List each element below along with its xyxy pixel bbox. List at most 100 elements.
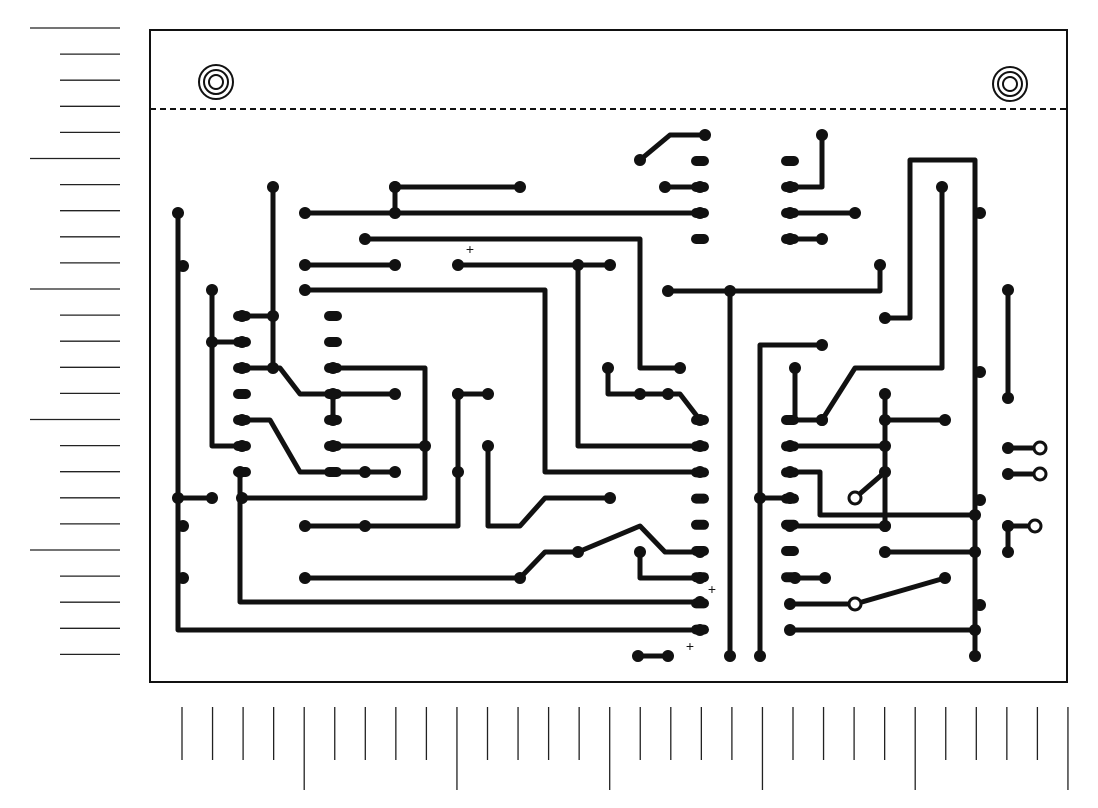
via-pad — [694, 440, 706, 452]
ic-pad — [233, 389, 251, 399]
via-pad — [724, 285, 736, 297]
via-pad — [694, 572, 706, 584]
via-pad — [327, 362, 339, 374]
via-pad — [969, 509, 981, 521]
trace — [882, 157, 978, 659]
via-pad — [389, 388, 401, 400]
via-pad — [659, 181, 671, 193]
via-pad — [604, 259, 616, 271]
via-pad — [1002, 392, 1014, 404]
via-pad — [482, 388, 494, 400]
trace — [757, 342, 825, 659]
via-pad — [754, 492, 766, 504]
via-pad — [452, 259, 464, 271]
ic-pad — [691, 234, 709, 244]
via-pad — [694, 546, 706, 558]
mounting-hole-right — [992, 66, 1028, 102]
via-pad — [939, 414, 951, 426]
trace — [239, 365, 428, 501]
via-pad — [662, 285, 674, 297]
trace — [239, 365, 398, 397]
via-pad — [267, 362, 279, 374]
via-pad — [699, 129, 711, 141]
ring-pad — [1027, 518, 1043, 534]
ic-pad — [324, 311, 342, 321]
via-pad — [267, 181, 279, 193]
trace — [575, 262, 703, 449]
via-pad — [359, 233, 371, 245]
via-pad — [974, 494, 986, 506]
via-pad — [172, 492, 184, 504]
via-pad — [236, 336, 248, 348]
via-pad — [849, 207, 861, 219]
via-pad — [452, 466, 464, 478]
via-pad — [816, 129, 828, 141]
via-pad — [789, 572, 801, 584]
via-pad — [1002, 442, 1014, 454]
via-pad — [634, 388, 646, 400]
trace — [787, 469, 978, 518]
trace — [175, 210, 703, 633]
via-pad — [327, 414, 339, 426]
via-pad — [1002, 546, 1014, 558]
via-pad — [879, 546, 891, 558]
trace — [237, 469, 703, 605]
via-pad — [874, 259, 886, 271]
via-pad — [389, 181, 401, 193]
via-pad — [694, 207, 706, 219]
ring-pad — [1032, 466, 1048, 482]
via-pad — [879, 388, 891, 400]
trace — [362, 236, 683, 371]
via-pad — [299, 520, 311, 532]
via-pad — [816, 414, 828, 426]
via-pad — [359, 520, 371, 532]
via-pad — [1002, 468, 1014, 480]
ic-pad — [324, 467, 342, 477]
via-pad — [604, 492, 616, 504]
via-pad — [789, 362, 801, 374]
via-pad — [969, 650, 981, 662]
via-pad — [452, 388, 464, 400]
via-pad — [974, 366, 986, 378]
via-pad — [974, 207, 986, 219]
via-pad — [572, 259, 584, 271]
ring-pad — [1032, 440, 1048, 456]
board-outline — [149, 29, 1068, 683]
via-pad — [236, 492, 248, 504]
trace — [637, 132, 708, 163]
via-pad — [236, 310, 248, 322]
rulers — [30, 27, 1069, 790]
via-pad — [879, 414, 891, 426]
via-pad — [236, 440, 248, 452]
via-pad — [724, 650, 736, 662]
via-pad — [359, 466, 371, 478]
via-pad — [177, 520, 189, 532]
ic-pad — [781, 156, 799, 166]
via-pad — [694, 596, 706, 608]
markers: +++ — [466, 241, 716, 654]
via-pad — [634, 546, 646, 558]
via-pad — [784, 181, 796, 193]
via-pad — [1002, 284, 1014, 296]
plus-marker: + — [466, 241, 474, 257]
trace — [819, 184, 945, 423]
ic-pad — [781, 546, 799, 556]
via-pad — [969, 624, 981, 636]
via-pad — [694, 624, 706, 636]
via-pad — [419, 440, 431, 452]
via-pad — [632, 650, 644, 662]
ic-pad — [691, 519, 709, 530]
trace — [792, 365, 825, 423]
ic-pad — [324, 337, 342, 347]
trace — [239, 417, 398, 475]
via-pad — [482, 440, 494, 452]
via-pad — [662, 388, 674, 400]
via-pad — [879, 466, 891, 478]
trace — [485, 443, 613, 529]
via-pad — [389, 207, 401, 219]
via-pad — [784, 440, 796, 452]
via-pad — [514, 181, 526, 193]
ic-pad — [781, 415, 799, 425]
ring-pad — [847, 596, 863, 612]
